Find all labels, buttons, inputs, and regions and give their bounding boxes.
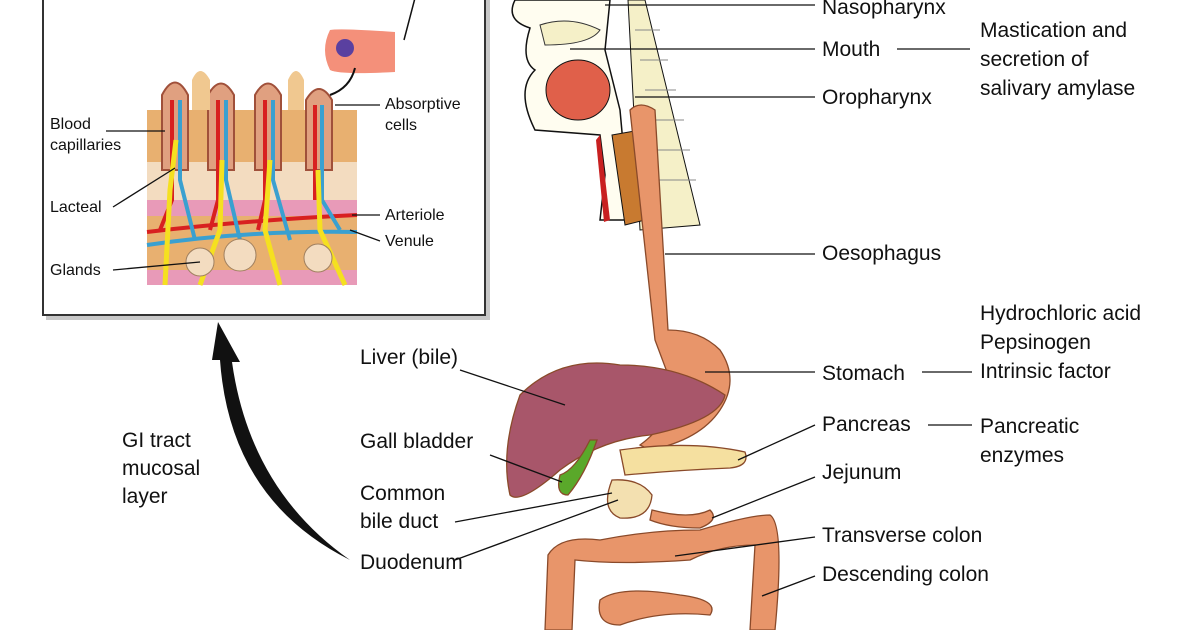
label-line: mucosal [122, 457, 201, 480]
label-line: layer [122, 485, 168, 508]
label-jejunum: Jejunum [822, 461, 902, 484]
head-illustration [511, 0, 701, 231]
label-liver: Liver (bile) [360, 346, 459, 369]
function-mouth: Mastication and secretion of salivary amyl… [980, 16, 1135, 103]
label-common-bile-duct: Common bile duct [360, 480, 445, 536]
label-line: Pancreatic [980, 415, 1080, 438]
label-line: Pepsinogen [980, 331, 1091, 354]
gi-tract-illustration [506, 104, 780, 630]
label-line: GI tract [122, 429, 191, 452]
label-line: Common [360, 482, 446, 505]
label-oesophagus: Oesophagus [822, 242, 942, 265]
label-line: salivary amylase [980, 77, 1136, 100]
label-blood-capillaries: Blood capillaries [50, 114, 121, 156]
label-line: secretion of [980, 48, 1089, 71]
label-stomach: Stomach [822, 362, 905, 385]
label-line: bile duct [360, 510, 439, 533]
label-arteriole: Arteriole [385, 207, 445, 224]
label-venule: Venule [385, 233, 434, 250]
label-line: enzymes [980, 444, 1065, 467]
mucosa-tissue-illustration [146, 0, 416, 287]
label-line: Absorptive [385, 96, 461, 113]
label-line: Blood [50, 116, 91, 133]
label-line: capillaries [50, 137, 122, 154]
label-lacteal: Lacteal [50, 199, 102, 216]
label-pancreas: Pancreas [822, 413, 911, 436]
label-mouth: Mouth [822, 38, 881, 61]
label-line: cells [385, 117, 418, 134]
function-pancreas: Pancreatic enzymes [980, 412, 1079, 470]
label-line: Mastication and [980, 19, 1128, 42]
label-glands: Glands [50, 262, 101, 279]
label-duodenum: Duodenum [360, 551, 463, 574]
label-gi-tract-mucosal-layer: GI tract mucosal layer [122, 427, 200, 511]
label-transverse-colon: Transverse colon [822, 524, 983, 547]
label-line: Intrinsic factor [980, 360, 1111, 383]
label-oropharynx: Oropharynx [822, 86, 932, 109]
curved-arrow-icon [212, 322, 350, 560]
label-line: Hydrochloric acid [980, 302, 1142, 325]
label-descending-colon: Descending colon [822, 563, 989, 586]
label-absorptive-cells: Absorptive cells [385, 94, 461, 136]
label-nasopharynx: Nasopharynx [822, 0, 946, 19]
label-gall-bladder: Gall bladder [360, 430, 474, 453]
